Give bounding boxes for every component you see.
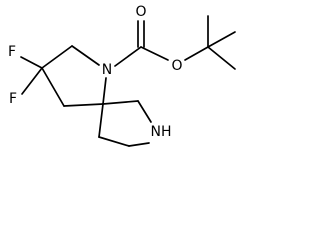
bond-ch2-spiro xyxy=(98,103,104,138)
atom-f-lower: F xyxy=(9,91,17,107)
bond-cf2-ch2-top xyxy=(41,45,73,69)
difluoropyrrolidine-ring xyxy=(20,45,107,107)
boc-group xyxy=(114,15,236,70)
atom-o-carbonyl: O xyxy=(135,4,146,20)
bond-ch2-nh xyxy=(137,100,152,123)
bond-n-carbonyl xyxy=(114,46,142,67)
bond-ch2-ch2-bottom xyxy=(98,136,130,147)
atom-nh: NH xyxy=(151,124,172,140)
bond-carbonyl-o-ester xyxy=(140,46,169,61)
bond-c-f-upper xyxy=(20,56,43,69)
bond-nh-ch2 xyxy=(128,142,150,147)
bond-ch2-cf2 xyxy=(41,67,65,107)
bond-o-tbu xyxy=(184,46,209,61)
pyrrolidine-ring xyxy=(98,100,152,147)
bond-tbu-methyl-right-down xyxy=(207,46,236,70)
molecule-drawing: F F N NH O O xyxy=(8,4,236,147)
chemical-structure-figure: F F N NH O O xyxy=(7,4,236,147)
bond-spiro-ch2 xyxy=(63,103,104,107)
atom-f-upper: F xyxy=(8,44,16,60)
bond-ch2-n xyxy=(71,45,100,66)
atom-n-ring: N xyxy=(102,62,112,78)
atom-o-ester: O xyxy=(171,58,182,74)
bond-c-f-lower xyxy=(21,67,43,95)
bond-n-spiro xyxy=(102,77,107,105)
bond-tbu-methyl-right-up xyxy=(207,31,236,48)
bond-spiro-ch2-right xyxy=(102,100,139,105)
